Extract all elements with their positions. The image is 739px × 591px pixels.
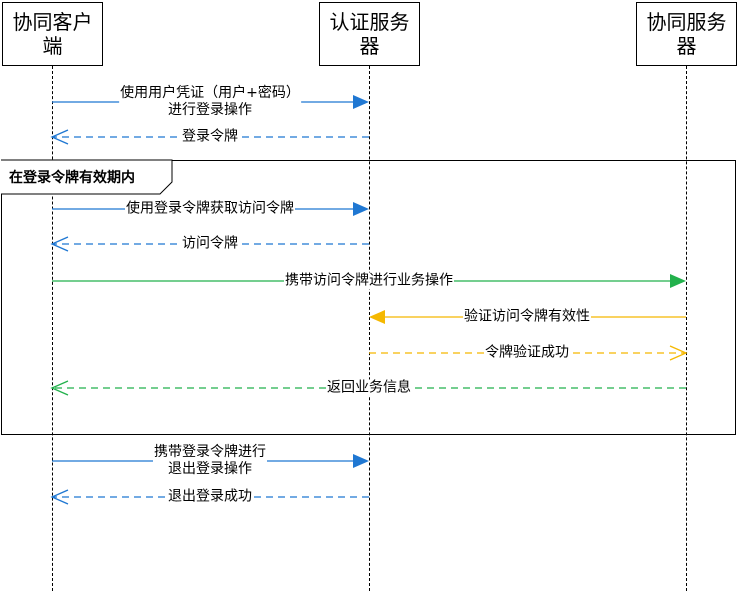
loop-frame (1, 160, 736, 435)
arrowhead-filled (353, 454, 369, 468)
arrowhead-open (50, 129, 69, 145)
message-label-line: 登录令牌 (182, 128, 238, 145)
message-label-m3: 使用登录令牌获取访问令牌 (125, 200, 295, 218)
message-label-line: 携带登录令牌进行 (154, 444, 266, 460)
message-label-m7: 令牌验证成功 (484, 344, 570, 362)
message-label-m8: 返回业务信息 (326, 379, 412, 397)
message-label-line: 令牌验证成功 (485, 344, 569, 361)
message-label-line: 访问令牌 (182, 235, 238, 252)
loop-frame-label: 在登录令牌有效期内 (9, 170, 135, 186)
actor-auth-server-label: 认证服务器 (329, 10, 410, 58)
arrowhead-open (50, 380, 69, 396)
arrowhead-open (669, 345, 688, 361)
lifeline-client (52, 66, 53, 591)
message-label-line: 返回业务信息 (327, 379, 411, 396)
actor-service-server-label: 协同服务器 (646, 10, 727, 58)
message-label-line: 使用用户凭证（用户+密码） (120, 85, 300, 101)
message-label-m10: 退出登录成功 (167, 488, 253, 506)
message-label-m2: 登录令牌 (181, 128, 239, 146)
message-label-m1: 使用用户凭证（用户+密码）进行登录操作 (119, 85, 301, 119)
lifeline-auth-server (369, 66, 370, 591)
message-label-m6: 验证访问令牌有效性 (463, 308, 591, 326)
message-label-line: 退出登录操作 (168, 461, 252, 477)
arrowhead-open (50, 236, 69, 252)
actor-auth-server: 认证服务器 (319, 2, 420, 66)
message-label-line: 使用登录令牌获取访问令牌 (126, 200, 294, 217)
actor-client: 协同客户端 (2, 2, 103, 66)
arrowhead-filled (670, 274, 686, 288)
arrowhead-filled (369, 310, 385, 324)
actor-service-server: 协同服务器 (636, 2, 737, 66)
message-label-m5: 携带访问令牌进行业务操作 (284, 272, 454, 290)
message-label-line: 退出登录成功 (168, 488, 252, 505)
arrowhead-filled (353, 95, 369, 109)
lifeline-service-server (686, 66, 687, 591)
message-label-line: 携带访问令牌进行业务操作 (285, 272, 453, 289)
actor-client-label: 协同客户端 (12, 10, 93, 58)
message-label-line: 进行登录操作 (167, 102, 252, 118)
message-label-m4: 访问令牌 (181, 235, 239, 253)
arrowhead-open (50, 489, 69, 505)
message-label-line: 验证访问令牌有效性 (464, 308, 590, 325)
arrowhead-filled (353, 202, 369, 216)
message-label-m9: 携带登录令牌进行退出登录操作 (153, 444, 267, 478)
